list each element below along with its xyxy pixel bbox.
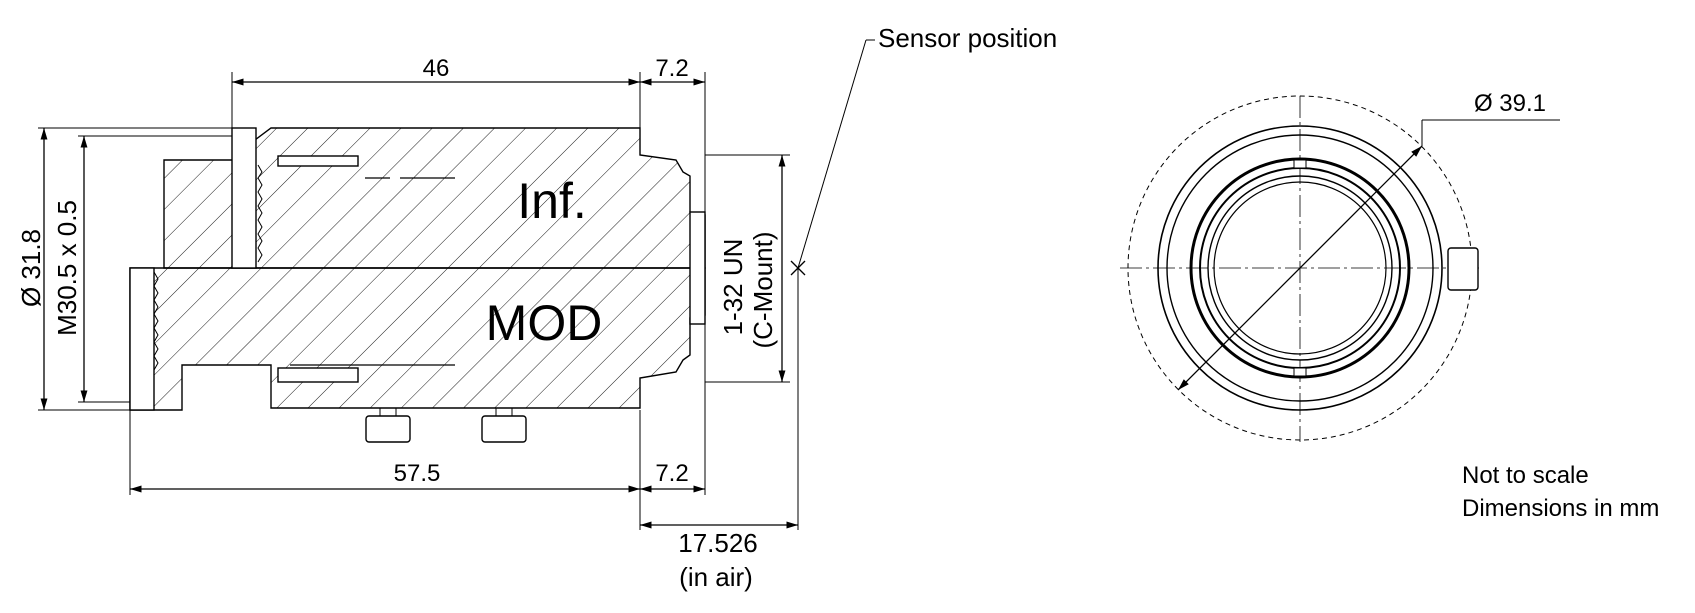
dim-mount-thread: 1-32 UN (718, 239, 748, 336)
front-ring-top (231, 127, 257, 269)
marker-bottom (1293, 367, 1307, 377)
screw-tab-1 (365, 415, 411, 443)
dim-diameter-outer: Ø 39.1 (1474, 90, 1546, 117)
dim-diameter-front: Ø 31.8 (16, 229, 46, 307)
sensor-position-label: Sensor position (878, 23, 1057, 53)
front-view (1120, 95, 1560, 442)
dim-filter-thread: M30.5 x 0.5 (52, 200, 82, 336)
dim-back-focus: 17.526 (678, 528, 758, 558)
front-ring-bottom (129, 267, 155, 411)
dim-top (231, 72, 706, 212)
dim-length-bottom: 57.5 (394, 460, 441, 487)
focus-inf-label: Inf. (517, 173, 586, 229)
marker-top (1293, 159, 1307, 169)
lens-body-mod (129, 267, 706, 411)
internal-slot-top (277, 155, 359, 167)
note-scale: Not to scale (1462, 462, 1589, 489)
dim-flange-top: 7.2 (655, 55, 688, 82)
mount-face (689, 211, 706, 325)
dim-left (38, 127, 232, 411)
sensor-leader (790, 39, 875, 276)
dim-back-focus-note: (in air) (679, 562, 753, 592)
dim-length-top: 46 (423, 55, 450, 82)
front-thread (153, 164, 263, 371)
dim-bottom (129, 268, 799, 530)
screw-tab-2 (481, 415, 527, 443)
side-view (129, 127, 706, 443)
internal-slot-bottom (277, 367, 359, 383)
dim-flange-bottom: 7.2 (655, 460, 688, 487)
diameter-leader (1177, 145, 1423, 391)
note-units: Dimensions in mm (1462, 495, 1659, 522)
dim-mount-type: (C-Mount) (748, 231, 778, 348)
dim-mount (705, 154, 790, 383)
focus-lock-screw (1447, 247, 1479, 291)
focus-mod-label: MOD (486, 295, 603, 351)
